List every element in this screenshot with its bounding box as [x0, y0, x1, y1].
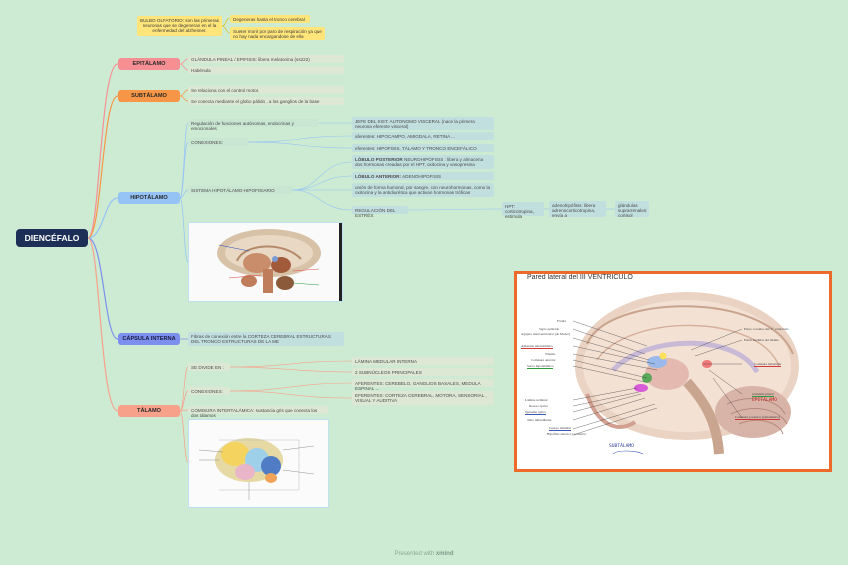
label-hipofisis: Hipófisis anterior y posterior [547, 432, 587, 436]
label-comisura-anterior: Comisura anterior [531, 358, 556, 362]
thalamus-diagram-image [188, 419, 329, 508]
label-estria: Estría medular del tálamo [744, 338, 779, 342]
hypothalamus-illustration [189, 223, 342, 301]
talamo-conexiones: CONEXIONES: [188, 387, 230, 395]
talamo-eferentes: EFERENTES: CORTEZA CEREBRAL, MOTORA, SEN… [352, 391, 494, 405]
thalamus-illustration [189, 420, 328, 507]
hipotalamo-lobulo-posterior: LÓBULO POSTERIOR NEUROHIPÓFISIS : libera… [352, 155, 494, 169]
hipotalamo-hpt: HPT: corticotropina, estimula [502, 202, 544, 219]
capsula-item: Fibras de conexión entre la CORTEZA CERE… [188, 332, 344, 346]
top-note-bulbo: BULBO OLFATORIO: son las primeras neuron… [137, 16, 222, 36]
label-septo: Septo pelúcido [539, 327, 560, 331]
label-adhesion: Adhesión intertalámica [521, 344, 553, 349]
hipotalamo-regulacion: Regulación de funciones autónomas, endoc… [188, 119, 318, 131]
talamo-nucleos: 2 SUBNÚCLEOS PRINCIPALES [352, 368, 494, 376]
epitalamo-item-habenula: Habénula [188, 66, 344, 74]
hipotalamo-lobulo-anterior: LÓBULO ANTERIOR: ADENOHIPOFISIS [352, 172, 494, 180]
label-receso: Receso óptico [529, 404, 549, 408]
label-talamo: Tálamo [545, 352, 556, 356]
footer-prefix: Presented with [394, 551, 435, 557]
hipotalamo-glandulas: glándulas suprarrenales: cortisol [615, 201, 649, 218]
branch-talamo[interactable]: TÁLAMO [118, 405, 180, 417]
brain-illustration [572, 292, 799, 455]
branch-capsula-interna[interactable]: CÁPSULA INTERNA [118, 333, 180, 345]
brain-panel-title: Pared lateral del III VENTRÍCULO [527, 274, 633, 281]
subtalamo-item-ganglios: Se conecta mediante el globo pálido , a … [188, 97, 344, 105]
label-subtalamo-handwritten: SUBTÁLAMO [609, 444, 634, 449]
hipotalamo-conexiones: CONEXIONES: [188, 138, 248, 146]
branch-subtalamo[interactable]: SUBTÁLAMO [118, 90, 180, 102]
branch-hipotalamo[interactable]: HIPOTÁLAMO [118, 192, 180, 204]
branch-epitalamo[interactable]: EPITÁLAMO [118, 58, 180, 70]
label-comisura-posterior: Comisura posterior (epitalámica) [735, 415, 780, 420]
root-node[interactable]: DIENCÉFALO [16, 229, 88, 247]
label-comisura-habenular: Comisura habenular [754, 362, 782, 367]
label-agujero: Agujero interventricular (de Monro) [521, 332, 571, 336]
talamo-comisura: COMISURA INTERTALÁMICA: sustancia gris q… [188, 406, 328, 418]
label-pineal: Glándula pineal [752, 392, 774, 397]
label-fornix: Fórnix [557, 319, 567, 323]
top-note-side1: Degeneras hasta el tronco cerebral [230, 15, 310, 23]
talamo-lamina: LÁMINA MEDULAR INTERNA [352, 357, 494, 365]
hipotalamo-jefe: JEFE DEL SIST. AUTONOMO VISCERAL (nace l… [352, 117, 494, 130]
hypothalamus-diagram-image [188, 222, 343, 302]
label-quiasma: Quiasma óptico [525, 410, 547, 415]
label-epitalamo: EPITÁLAMO [752, 398, 777, 403]
hipotalamo-adeno: adenohipófisis: libera adrenocorticotrop… [549, 201, 606, 218]
label-cuerpo-mamilar: Cuerpo mamilar [549, 426, 572, 431]
epitalamo-item-pineal: GLÁNDULA PINEAL / EPIFISIS: libera melat… [188, 55, 344, 63]
brain-sagittal-panel: Pared lateral del III VENTRÍCULO Fórnix … [514, 271, 832, 472]
footer-brand[interactable]: xmind [435, 551, 454, 557]
talamo-aferentes: AFERENTES: CEREBELO, GANGLIOS BASALES, M… [352, 379, 494, 391]
hipotalamo-eferentes: eferentes: HIPOFISIS, TÁLAMO Y TRONCO EN… [352, 144, 494, 152]
hipotalamo-sistema: SISTEMA HIPOTÁLAMO-HIPOFISIARIO [188, 186, 292, 194]
top-note-side2: Sueter morir por paro de respiración ya … [230, 27, 325, 40]
label-lamina: Lámina terminal [525, 398, 548, 402]
hipotalamo-estres: REGULACIÓN DEL ESTRÉS [352, 206, 408, 218]
subtalamo-item-motor: Se relaciona con el control motor. [188, 86, 344, 94]
label-tallo: Tallo infundibular [527, 418, 552, 422]
label-plexo: Plexo coroideo del 3.º ventrículo [744, 327, 789, 331]
label-surco: Surco hipotalámico [527, 364, 554, 369]
talamo-divide: SE DIVIDE EN : [188, 363, 230, 371]
hipotalamo-union: unión de forma humoral, por sangre, con … [352, 183, 494, 197]
footer-credit: Presented with xmind [0, 551, 848, 557]
hipotalamo-aferentes: aferentes: HIPOCAMPO, AMIGDALA, RETINA .… [352, 132, 494, 140]
